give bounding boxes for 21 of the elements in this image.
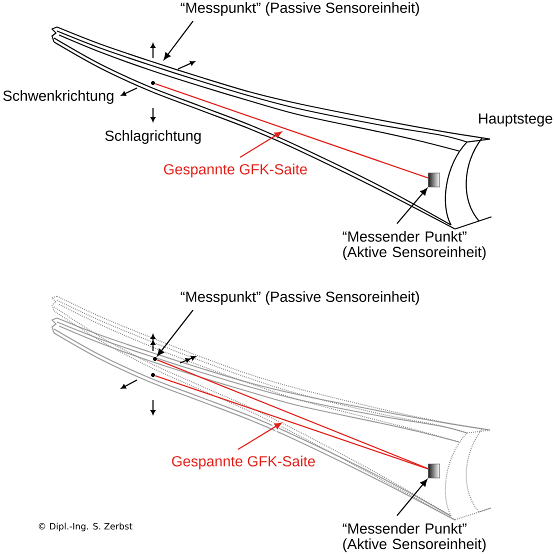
leader-arrow (238, 422, 282, 450)
direction-label: Schlagrichtung (105, 130, 201, 144)
sensor-box (428, 172, 440, 188)
callout-label: “Messpunkt” (Passive Sensoreinheit) (180, 291, 419, 305)
callout-label: Gespannte GFK-Saite (164, 164, 307, 178)
part-label: Hauptstege (479, 113, 552, 127)
sensor-box (428, 464, 440, 478)
leader-arrow (396, 188, 428, 224)
leader-arrow (396, 479, 428, 516)
leader-arrow (164, 20, 194, 60)
string-line (154, 83, 428, 179)
string-line (154, 375, 428, 470)
string-line (156, 359, 428, 470)
leader-arrow (157, 310, 194, 356)
copyright-note: © Dipl.-Ing. S. Zerbst (38, 522, 132, 532)
callout-label: “Messpunkt” (Passive Sensoreinheit) (180, 2, 419, 16)
leader-arrow (240, 132, 282, 158)
callout-label: “Messender Punkt” (Aktive Sensoreinheit) (342, 522, 486, 552)
callout-label: Gespannte GFK-Saite (172, 456, 315, 470)
direction-label: Schwenkrichtung (3, 90, 114, 104)
callout-label: “Messender Punkt” (Aktive Sensoreinheit) (342, 230, 486, 260)
